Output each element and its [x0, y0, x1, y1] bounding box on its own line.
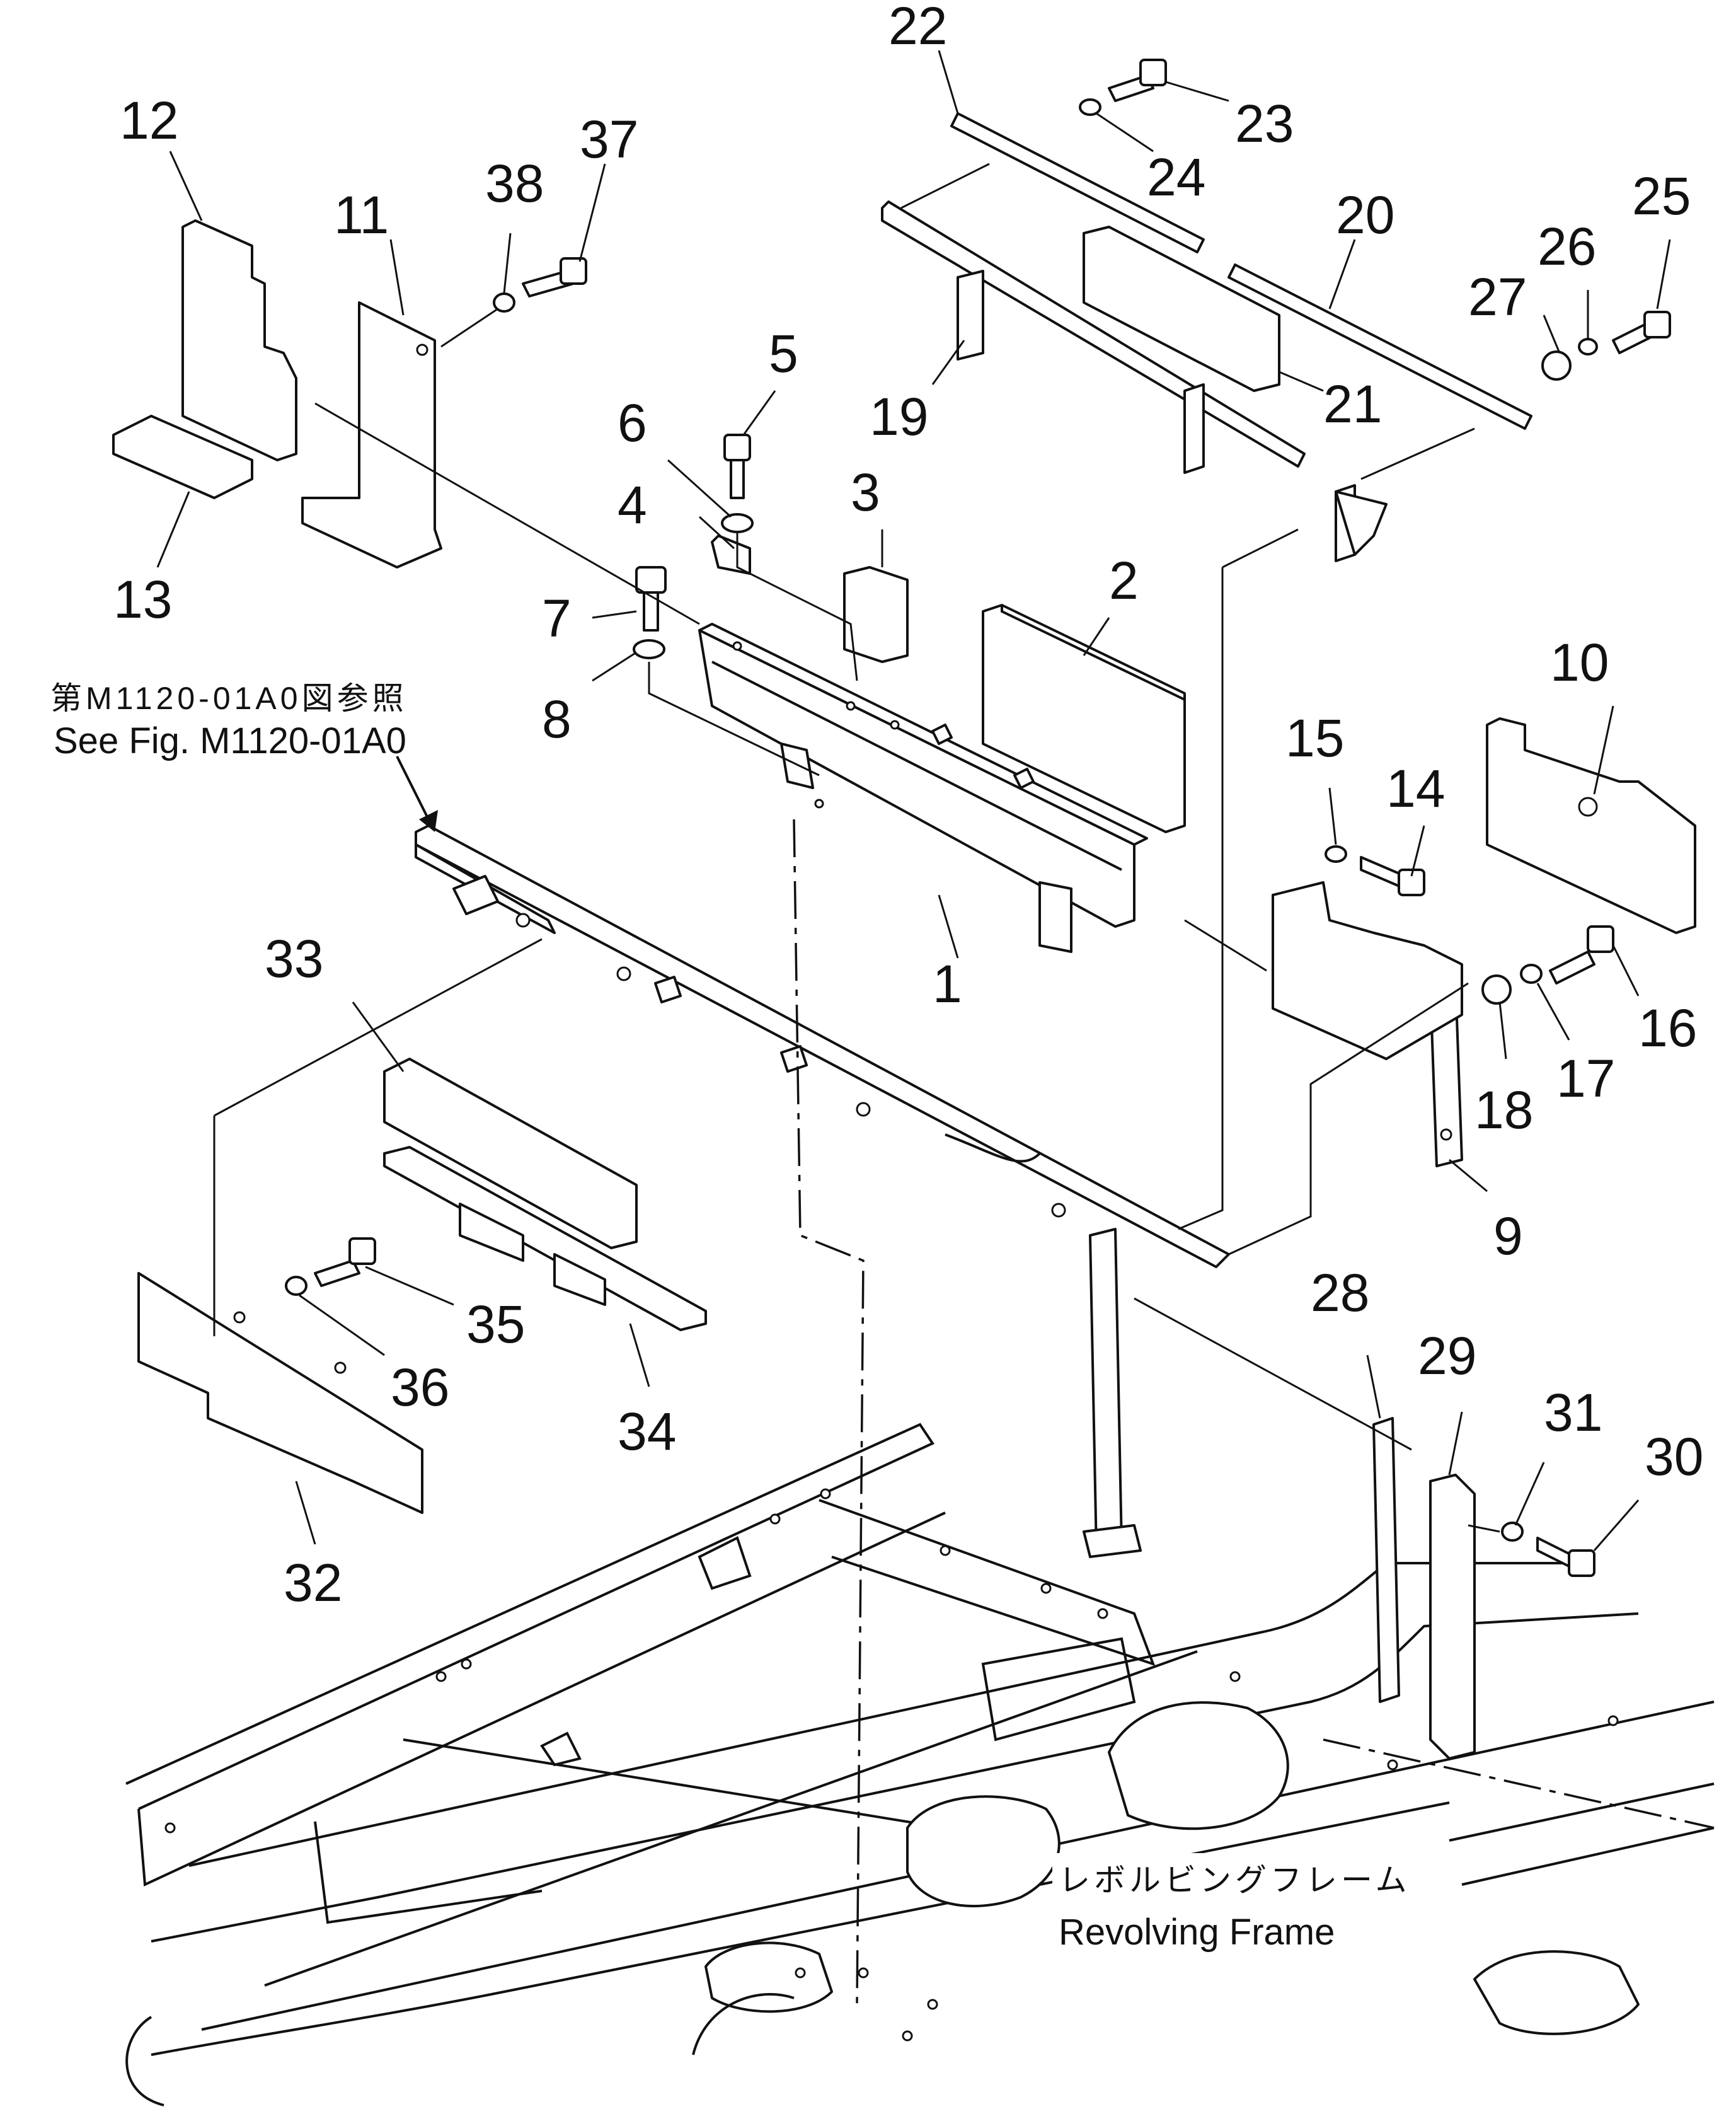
callout-35: 35: [466, 1295, 525, 1354]
bracket-under-19: [1335, 490, 1388, 556]
part-35-bolt: [314, 1237, 376, 1287]
part-29-strip: [1429, 1474, 1476, 1760]
part-36-washer: [285, 1276, 308, 1296]
part-25-bolt: [1612, 311, 1671, 354]
callout-37: 37: [580, 110, 638, 169]
part-15-washer: [1325, 845, 1347, 863]
callout-13: 13: [113, 570, 172, 629]
callout-17: 17: [1556, 1049, 1615, 1108]
part-17-washer: [1520, 964, 1543, 984]
callout-9: 9: [1493, 1206, 1523, 1266]
reference-arrow: [396, 756, 438, 832]
part-16-bolt: [1549, 925, 1614, 985]
part-33-pad: [383, 1058, 638, 1249]
callout-30: 30: [1645, 1427, 1703, 1486]
assembly-lines: [213, 163, 1500, 2005]
part-34-angle: [383, 1146, 707, 1331]
callout-31: 31: [1544, 1383, 1602, 1442]
callout-10: 10: [1550, 633, 1609, 692]
callout-3: 3: [851, 463, 880, 522]
callout-36: 36: [391, 1358, 449, 1417]
part-1-main-bracket: [698, 623, 1148, 953]
callout-34: 34: [618, 1402, 676, 1461]
part-38-washer: [493, 292, 515, 313]
part-6-washer: [721, 513, 754, 533]
part-14-bolt: [1360, 856, 1425, 896]
part-4-clip: [711, 534, 751, 575]
part-30-bolt: [1536, 1537, 1595, 1577]
callout-32: 32: [284, 1553, 342, 1612]
plate-behind-14: [1272, 881, 1463, 1060]
part-32-plate: [137, 1272, 423, 1514]
callout-27: 27: [1468, 267, 1527, 326]
callout-33: 33: [265, 929, 323, 988]
part-31-washer: [1501, 1522, 1524, 1542]
part-24-washer: [1079, 98, 1101, 116]
reference-note-japanese: 第M1120-01A0図参照: [50, 681, 408, 716]
part-3-block: [843, 566, 909, 663]
callout-16: 16: [1638, 998, 1697, 1058]
part-13-pad: [112, 415, 253, 499]
callout-1: 1: [933, 954, 962, 1014]
part-10-pad: [1486, 717, 1696, 934]
callout-29: 29: [1418, 1326, 1476, 1385]
callout-19: 19: [870, 387, 928, 446]
part-28-strip: [1372, 1417, 1400, 1703]
callout-6: 6: [618, 393, 647, 453]
callout-20: 20: [1336, 185, 1394, 245]
revolving-frame-drawing: [125, 1423, 1715, 2106]
callout-23: 23: [1235, 94, 1294, 153]
frame-label-japanese: レボルビングフレーム: [1059, 1863, 1411, 1898]
part-5-bolt: [723, 434, 751, 499]
part-27-spacer: [1541, 350, 1572, 381]
leader-lines: [156, 50, 1671, 1551]
callout-38: 38: [485, 154, 544, 213]
callout-15: 15: [1285, 708, 1344, 768]
callout-22: 22: [888, 0, 947, 55]
part-7-bolt: [635, 566, 667, 632]
reference-note-english: See Fig. M1120-01A0: [54, 720, 406, 761]
part-8-washer: [633, 639, 665, 659]
part-22-angle: [950, 112, 1205, 253]
part-23-bolt: [1108, 59, 1167, 102]
callout-4: 4: [618, 475, 647, 534]
part-26-washer: [1578, 338, 1598, 355]
callout-8: 8: [542, 690, 572, 749]
part-18-spacer: [1481, 974, 1512, 1005]
callout-14: 14: [1386, 759, 1445, 818]
callout-28: 28: [1311, 1263, 1369, 1322]
part-20-angle: [1227, 263, 1532, 430]
frame-label-english: Revolving Frame: [1059, 1912, 1335, 1953]
callout-25: 25: [1632, 166, 1691, 226]
reference-bracket: [415, 824, 1230, 1558]
callout-11: 11: [334, 185, 389, 245]
callout-5: 5: [769, 324, 798, 383]
part-callouts: 1 2 3 4 5 6 7 8 9 10 11 12 13 14 15 16 1…: [113, 0, 1703, 1612]
part-21-pad: [1083, 226, 1280, 392]
part-37-bolt: [522, 257, 587, 298]
callout-7: 7: [542, 589, 572, 648]
callout-24: 24: [1147, 147, 1205, 207]
callout-26: 26: [1538, 217, 1596, 276]
part-12-pad: [181, 219, 297, 461]
callout-2: 2: [1109, 551, 1139, 610]
callout-12: 12: [120, 91, 178, 150]
callout-18: 18: [1474, 1080, 1533, 1140]
callout-21: 21: [1323, 374, 1382, 434]
